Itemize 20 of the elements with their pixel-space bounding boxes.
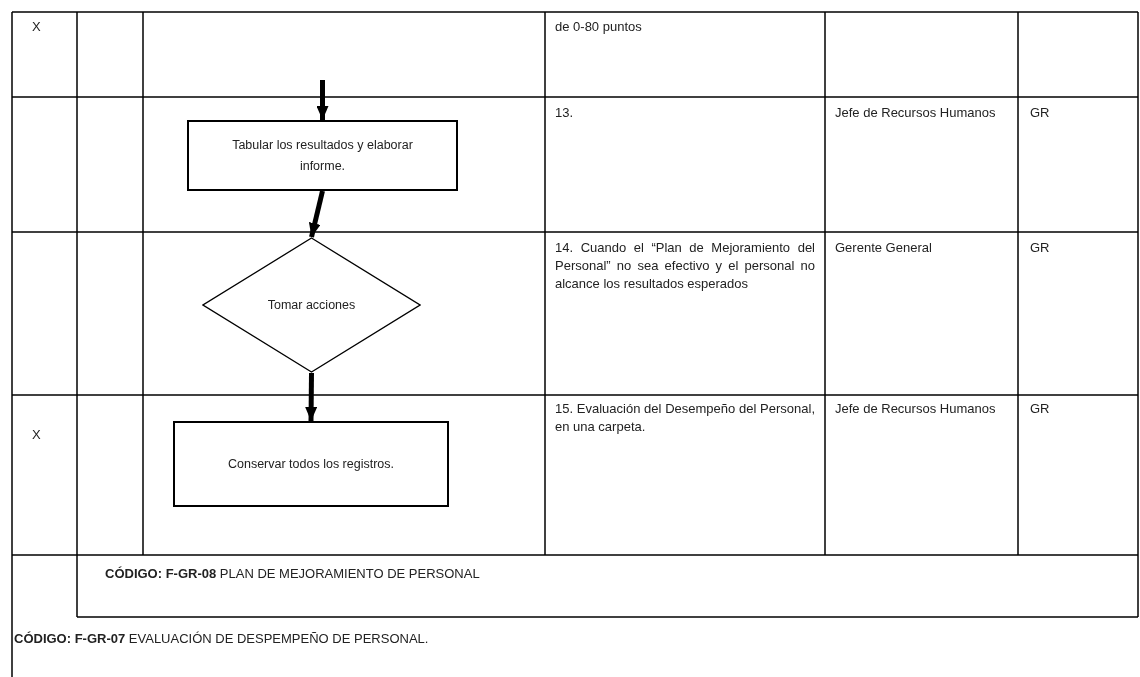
process-box: Conservar todos los registros.: [173, 421, 449, 507]
table-text: de 0-80 puntos: [555, 18, 643, 36]
arrow: [308, 190, 325, 238]
decision-diamond: Tomar acciones: [202, 237, 421, 373]
arrow: [305, 372, 318, 422]
table-text: X: [32, 426, 42, 444]
table-text: GR: [1030, 400, 1051, 418]
table-text: X: [32, 18, 42, 36]
table-text: GR: [1030, 239, 1051, 257]
table-text: 15. Evaluación del Desempeño del Personal, en una carpeta.: [555, 400, 815, 436]
table-text: 14. Cuando el “Plan de Mejoramiento del Personal” no sea efectivo y el personal no alcance los resultados esperados: [555, 239, 815, 293]
arrow: [316, 80, 329, 120]
table-text: 13.: [555, 104, 575, 122]
table-text: Gerente General: [835, 239, 933, 257]
table-text: Jefe de Recursos Humanos: [835, 104, 997, 122]
document-code: CÓDIGO: F-GR-07 EVALUACIÓN DE DESPEMPEÑO DE PERSONAL.: [14, 630, 430, 648]
table-text: Jefe de Recursos Humanos: [835, 400, 997, 418]
document-code: CÓDIGO: F-GR-08 PLAN DE MEJORAMIENTO DE PERSONAL: [105, 565, 481, 583]
table-text: GR: [1030, 104, 1051, 122]
process-box: Tabular los resultados y elaborar informe.: [187, 120, 458, 191]
